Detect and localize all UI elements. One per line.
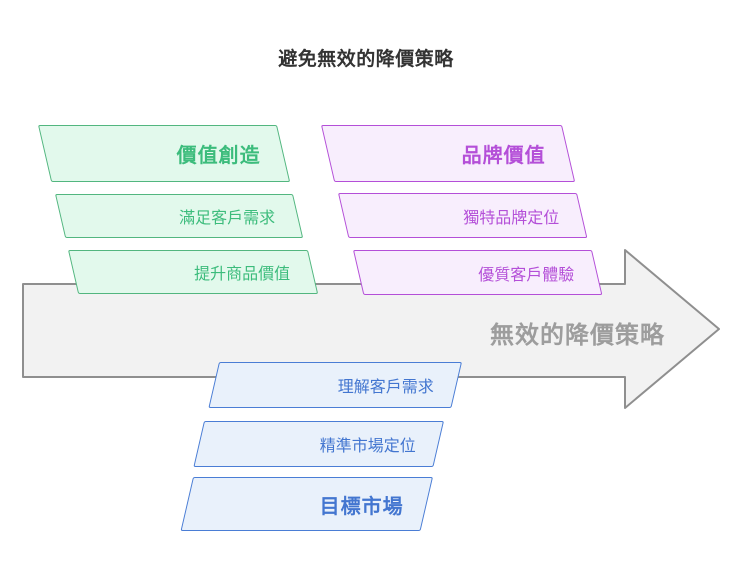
node-brand-value-item-2-label: 優質客戶體驗 [478, 266, 575, 284]
node-target-market-item-1: 理解客戶需求 [208, 362, 462, 408]
node-brand-value-item-1: 獨特品牌定位 [338, 193, 588, 238]
node-value-creation-item-2: 提升商品價值 [68, 250, 319, 294]
node-target-market-header-label: 目標市場 [319, 495, 404, 518]
node-value-creation-item-1-label: 滿足客戶需求 [179, 210, 276, 227]
diagram-title: 避免無效的降價策略 [278, 49, 454, 70]
node-target-market-header: 目標市場 [180, 477, 433, 531]
node-value-creation-item-2-label: 提升商品價值 [194, 266, 291, 283]
node-target-market-item-2: 精準市場定位 [193, 421, 444, 467]
node-brand-value-header: 品牌價值 [321, 125, 576, 182]
node-value-creation-header: 價值創造 [38, 125, 291, 182]
node-value-creation-header-label: 價值創造 [176, 145, 261, 167]
arrow-label: 無效的降價策略 [490, 322, 665, 349]
node-target-market-item-2-label: 精準市場定位 [319, 438, 416, 455]
node-brand-value-header-label: 品牌價值 [461, 145, 546, 167]
node-value-creation-item-1: 滿足客戶需求 [55, 194, 304, 238]
node-brand-value-item-2: 優質客戶體驗 [353, 250, 603, 295]
node-brand-value-item-1-label: 獨特品牌定位 [463, 209, 560, 227]
node-target-market-item-1-label: 理解客戶需求 [337, 379, 434, 396]
